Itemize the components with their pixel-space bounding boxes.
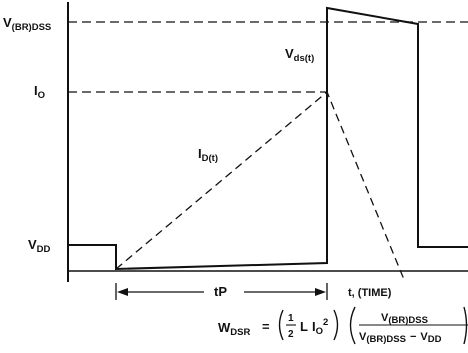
ratio-denominator-vdd-sub: DD	[428, 334, 442, 345]
wdsr-equation: WDSR = 1 2 L IO2 V(BR)DSS V(BR)DSS−VDD	[218, 306, 468, 345]
equation-lhs: WDSR	[218, 320, 250, 338]
vds-curve-label-main: V	[285, 46, 294, 61]
tp-arrowhead-left	[117, 288, 128, 296]
half-numerator: 1	[288, 313, 294, 324]
time-axis-label: t, (TIME)	[348, 287, 392, 299]
vdd-label: VDD	[28, 237, 51, 255]
vds-waveform	[68, 6, 468, 271]
ratio-numerator-sub: (BR)DSS	[388, 315, 428, 326]
equation-io-sub: O	[316, 326, 323, 337]
equation-l: L	[300, 319, 308, 334]
ratio-numerator-main: V	[381, 312, 389, 324]
id-curve-label-main: I	[198, 146, 202, 161]
vbr-label-main: V	[3, 15, 12, 30]
equation-io-square: 2	[323, 317, 328, 328]
io-label-sub: O	[38, 90, 45, 101]
ratio-denominator: V(BR)DSS−VDD	[359, 331, 442, 345]
right-paren-2	[463, 306, 468, 345]
equation-lhs-sub: DSR	[230, 327, 250, 338]
vdd-label-main: V	[28, 237, 37, 252]
ratio-numerator: V(BR)DSS	[381, 312, 428, 326]
ratio-denominator-main: V	[359, 331, 367, 343]
equation-equals: =	[262, 319, 270, 334]
tp-arrowhead-right	[315, 288, 326, 296]
left-paren-1	[278, 309, 284, 341]
equation-io: IO2	[312, 317, 328, 337]
id-curve-label-sub: D(t)	[202, 153, 218, 164]
ratio-denominator-minus: −	[410, 331, 416, 343]
id-waveform	[115, 90, 406, 283]
io-label: IO	[34, 83, 45, 101]
left-paren-2	[349, 306, 356, 345]
id-curve-label: ID(t)	[198, 146, 218, 164]
io-label-main: I	[34, 83, 38, 98]
vds-curve-label: Vds(t)	[285, 46, 314, 64]
vbr-label-sub: (BR)DSS	[12, 22, 52, 33]
vdd-label-sub: DD	[37, 244, 51, 255]
ratio-denominator-sub: (BR)DSS	[366, 334, 406, 345]
right-paren-1	[333, 309, 339, 341]
half-denominator: 2	[288, 329, 294, 340]
equation-lhs-main: W	[218, 320, 231, 335]
vds-curve-label-sub: ds(t)	[294, 53, 315, 64]
tp-label: tP	[214, 284, 227, 299]
equation-io-main: I	[312, 319, 316, 334]
vbr-label: V(BR)DSS	[3, 15, 51, 33]
ratio-denominator-vdd-main: V	[420, 331, 428, 343]
